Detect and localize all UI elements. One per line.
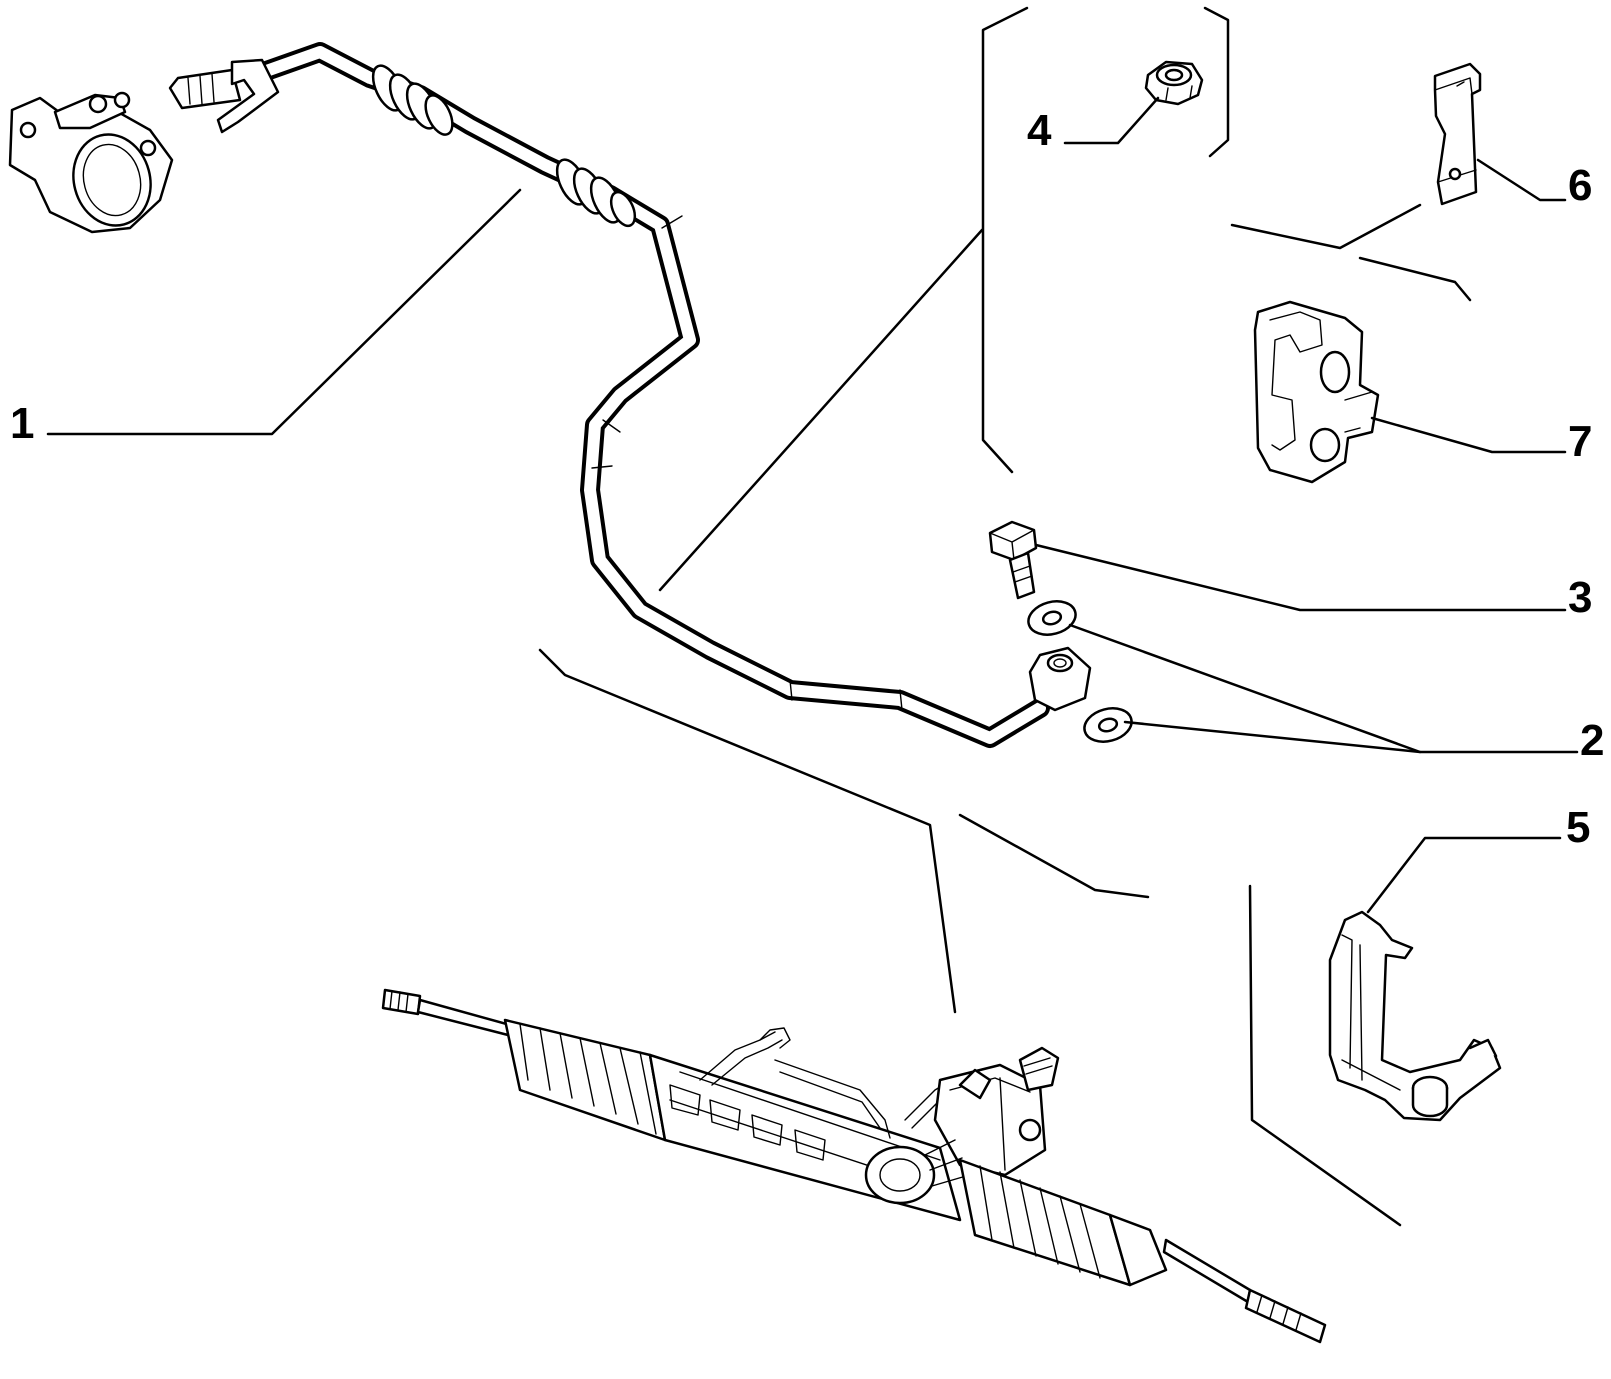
callout-labels: 1 2 3 4 5 6 7 <box>10 106 1604 852</box>
callout-2: 2 <box>1580 716 1604 765</box>
callout-5: 5 <box>1566 803 1590 852</box>
banjo-bolt <box>988 520 1038 600</box>
pipe-clamp-block <box>1253 300 1380 484</box>
sealing-washer-upper <box>1027 600 1077 636</box>
leader-2a <box>1068 623 1579 754</box>
callout-7: 7 <box>1568 417 1592 466</box>
leader-lines <box>46 96 1579 914</box>
leader-1b <box>658 228 984 592</box>
pipe-support-bracket <box>1328 910 1502 1122</box>
steering-rack <box>381 988 1327 1344</box>
leader-2b <box>1123 720 1422 754</box>
pressure-pipe <box>168 42 1092 748</box>
leader-1 <box>46 188 522 436</box>
pump-housing <box>8 91 174 234</box>
callout-6: 6 <box>1568 161 1592 210</box>
callout-1: 1 <box>10 399 34 448</box>
callout-4: 4 <box>1027 106 1052 155</box>
sealing-washer-lower <box>1083 707 1133 743</box>
callout-3: 3 <box>1568 573 1592 622</box>
self-locking-nut <box>1144 60 1204 106</box>
leader-5 <box>1366 836 1562 914</box>
leader-3 <box>1034 543 1567 612</box>
leader-7 <box>1370 416 1567 454</box>
leader-6 <box>1476 158 1567 202</box>
leader-4 <box>1063 96 1160 145</box>
mounting-bracket-small <box>1433 62 1482 206</box>
group-brackets <box>538 6 1472 1227</box>
